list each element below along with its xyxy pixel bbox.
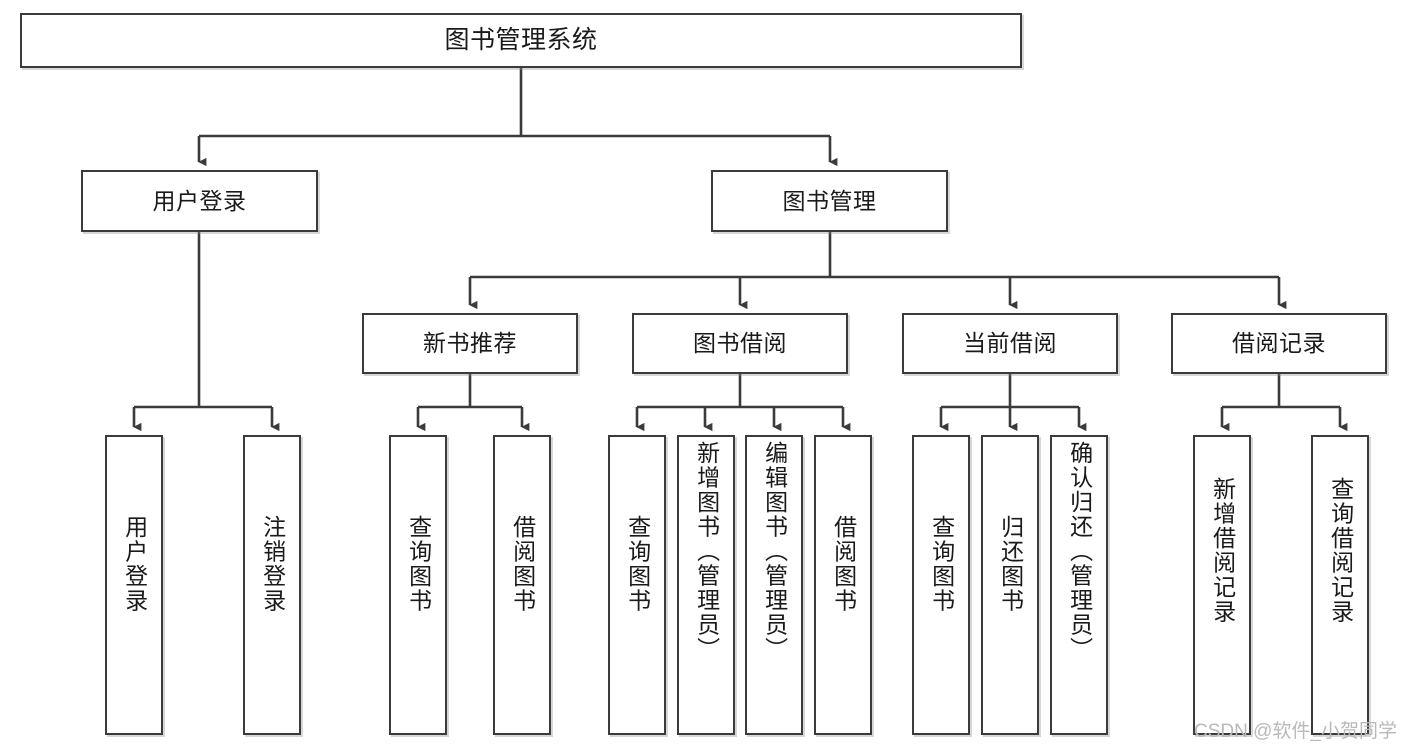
leaf-new-book-query-book[interactable]: 查询图书 bbox=[389, 435, 447, 735]
node-label: 图书借阅 bbox=[693, 330, 787, 357]
node-label: 借阅记录 bbox=[1232, 330, 1326, 357]
node-label: 用户登录 bbox=[152, 187, 247, 214]
node-label: 图书管理系统 bbox=[444, 25, 598, 54]
node-new-book-recommend[interactable]: 新书推荐 bbox=[362, 313, 578, 374]
leaf-book-borrow-borrow-book[interactable]: 借阅图书 bbox=[814, 435, 872, 735]
leaf-book-borrow-edit-book-admin[interactable]: 编辑图书（管理员） bbox=[745, 435, 803, 735]
node-label: 确认归还（管理员） bbox=[1066, 441, 1093, 662]
leaf-current-borrow-return-book[interactable]: 归还图书 bbox=[981, 435, 1039, 735]
node-label: 图书管理 bbox=[782, 187, 877, 214]
leaf-borrow-record-add-record[interactable]: 新增借阅记录 bbox=[1193, 435, 1251, 735]
leaf-book-borrow-query-book[interactable]: 查询图书 bbox=[608, 435, 666, 735]
node-label: 借阅图书 bbox=[509, 515, 536, 613]
node-book-management[interactable]: 图书管理 bbox=[711, 170, 948, 232]
node-label: 查询图书 bbox=[624, 515, 651, 613]
leaf-user-login-logout[interactable]: 注销登录 bbox=[243, 435, 301, 735]
leaf-current-borrow-confirm-return-admin[interactable]: 确认归还（管理员） bbox=[1050, 435, 1108, 735]
node-label: 新增借阅记录 bbox=[1209, 477, 1236, 624]
node-label: 当前借阅 bbox=[963, 330, 1057, 357]
leaf-book-borrow-add-book-admin[interactable]: 新增图书（管理员） bbox=[677, 435, 735, 735]
node-label: 用户登录 bbox=[121, 515, 148, 613]
leaf-user-login-login[interactable]: 用户登录 bbox=[105, 435, 163, 735]
leaf-new-book-borrow-book[interactable]: 借阅图书 bbox=[493, 435, 551, 735]
node-label: 新书推荐 bbox=[423, 330, 517, 357]
node-user-login[interactable]: 用户登录 bbox=[81, 170, 318, 232]
node-label: 查询图书 bbox=[928, 515, 955, 613]
node-label: 查询借阅记录 bbox=[1327, 477, 1354, 624]
node-label: 归还图书 bbox=[997, 515, 1024, 613]
node-label: 借阅图书 bbox=[830, 515, 857, 613]
node-label: 查询图书 bbox=[405, 515, 432, 613]
leaf-borrow-record-query-record[interactable]: 查询借阅记录 bbox=[1311, 435, 1369, 735]
node-book-borrow[interactable]: 图书借阅 bbox=[632, 313, 848, 374]
node-label: 编辑图书（管理员） bbox=[761, 441, 788, 662]
node-current-borrow[interactable]: 当前借阅 bbox=[902, 313, 1118, 374]
node-root-system[interactable]: 图书管理系统 bbox=[20, 13, 1022, 68]
node-label: 新增图书（管理员） bbox=[693, 441, 720, 662]
leaf-current-borrow-query-book[interactable]: 查询图书 bbox=[912, 435, 970, 735]
node-label: 注销登录 bbox=[259, 515, 286, 613]
watermark-text: CSDN @软件_小贺同学 bbox=[1194, 721, 1397, 742]
node-borrow-record[interactable]: 借阅记录 bbox=[1171, 313, 1387, 374]
